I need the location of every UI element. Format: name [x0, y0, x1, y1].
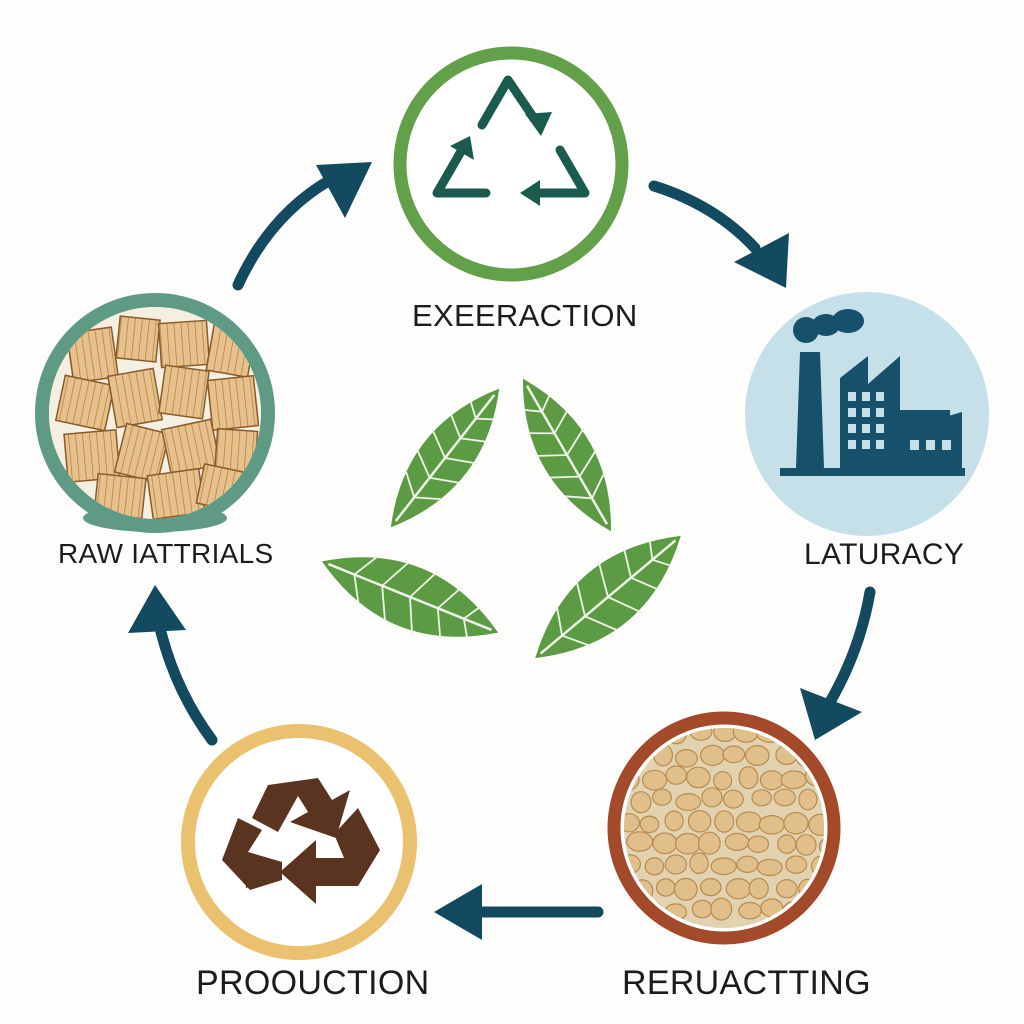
- production-node: [181, 724, 417, 960]
- arrow-extraction-to-factory: [648, 180, 789, 288]
- refurbishing-node: [607, 711, 841, 945]
- refurbishing-label: RERUACTTING: [622, 964, 871, 1002]
- leaf-lower-left: [321, 555, 499, 640]
- factory-node: [745, 292, 989, 536]
- arrow-factory-to-refurbishing: [800, 586, 876, 740]
- factory-windows: [848, 392, 951, 450]
- arrow-refurbishing-to-production: [434, 884, 604, 940]
- arrow-production-to-raw: [128, 585, 218, 746]
- extraction-label: EXEERACTION: [412, 298, 638, 333]
- recycle-triangle-icon: [432, 75, 590, 206]
- raw-materials-node: [35, 293, 275, 533]
- factory-label: LATURACY: [804, 538, 965, 571]
- cycle-arrows: [128, 162, 876, 940]
- pebbles-texture-icon: [624, 728, 824, 924]
- arrow-raw-to-extraction: [232, 162, 372, 291]
- leaves-icon: [321, 378, 681, 659]
- production-label: PROOUCTION: [196, 964, 430, 1002]
- extraction-node: [393, 46, 629, 282]
- leaf-upper-right: [522, 378, 612, 532]
- leaf-upper-left: [390, 388, 500, 528]
- leaf-lower-right: [535, 535, 681, 659]
- recycle-arrows-icon: [222, 778, 380, 904]
- wood-blocks-icon: [54, 315, 260, 519]
- raw-materials-label: RAW IATTRIALS: [58, 538, 274, 569]
